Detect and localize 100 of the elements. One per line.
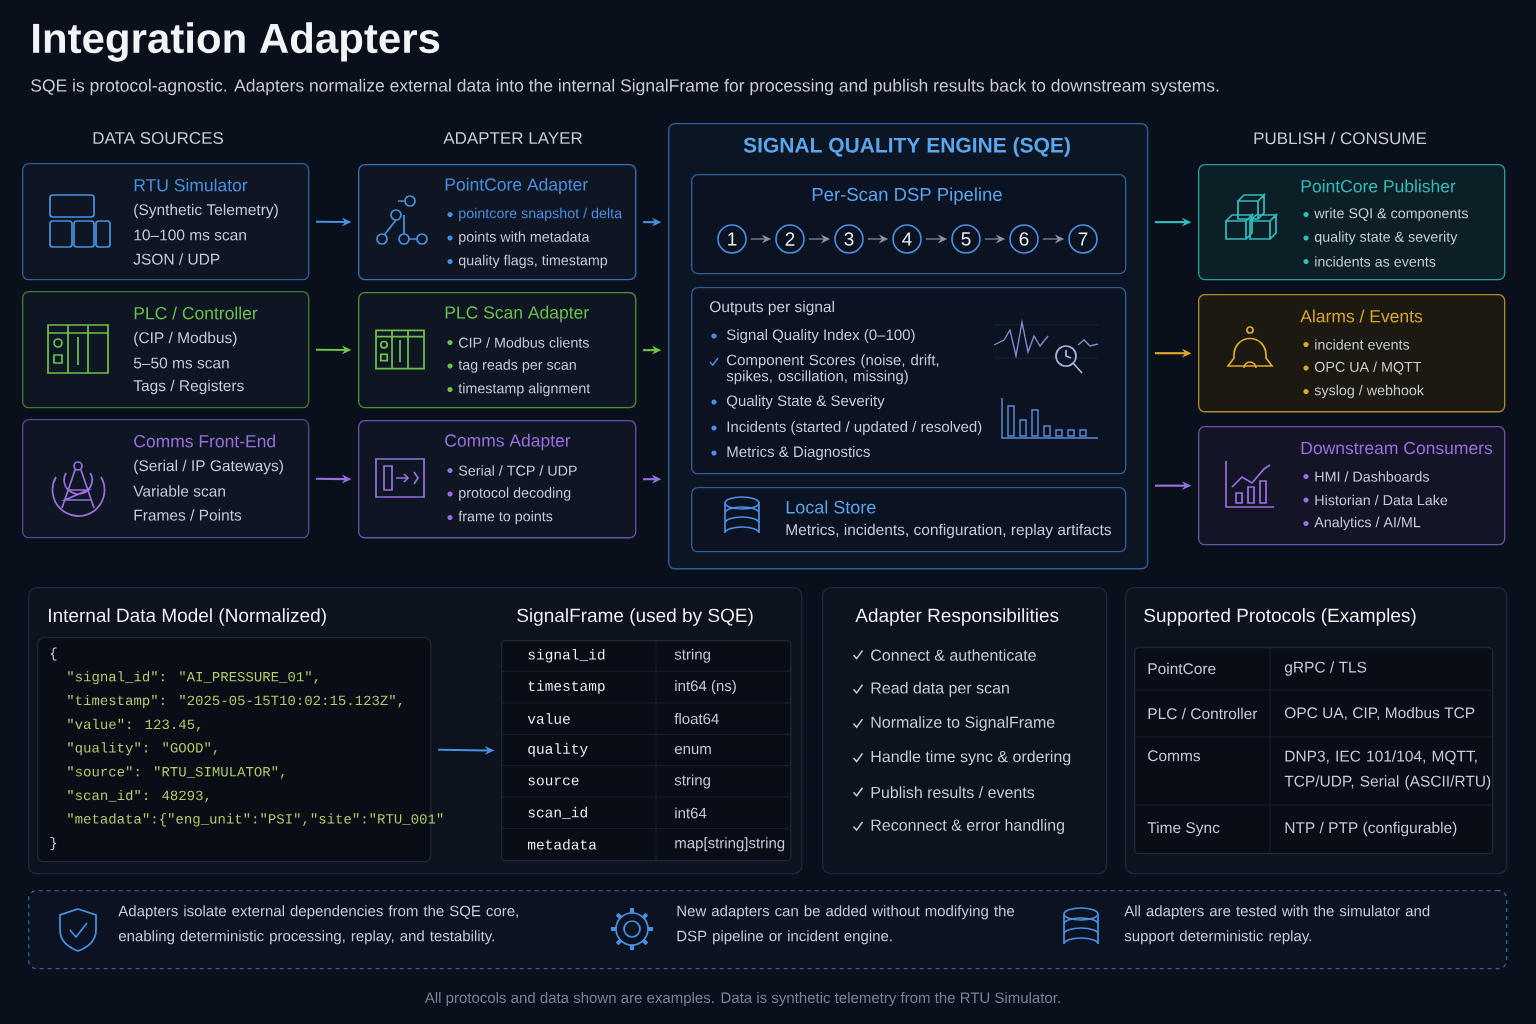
note-text: Adapters isolate external dependencies from the SQE core, enabling deterministic processing, replay, and testability.	[118, 905, 518, 945]
list-item: Metrics & Diagnostics	[711, 446, 870, 460]
table-cell: NTP / PTP (configurable)	[1285, 821, 1457, 837]
checklist-item: Connect & authenticate	[852, 649, 1036, 661]
table-cell: string	[674, 774, 710, 789]
list-item: Analytics / AI/ML	[1303, 516, 1421, 531]
code-line: "timestamp": "2025-05-15T10:02:15.123Z",	[68, 694, 402, 708]
table-cell: OPC UA, CIP, Modbus TCP	[1285, 706, 1475, 721]
card-title: PointCore Publisher	[1301, 179, 1456, 193]
list-item: frame to points	[447, 510, 553, 525]
table-cell: float64	[674, 713, 719, 725]
source-card	[22, 291, 310, 409]
adapter-card	[358, 292, 637, 409]
card-text: 5–50 ms scan	[133, 357, 229, 369]
table-cell: DNP3, IEC 101/104, MQTT, TCP/UDP, Serial (ASCII/RTU)	[1284, 750, 1491, 790]
panel-title: SIGNAL QUALITY ENGINE (SQE)	[743, 137, 1070, 157]
column-heading: DATA SOURCES	[93, 131, 223, 144]
card-text: Frames / Points	[134, 509, 242, 521]
card-title: Alarms / Events	[1300, 309, 1423, 323]
source-card	[22, 419, 310, 539]
caption: All protocols and data shown are examples. Data is synthetic telemetry from the RTU Simulator.	[424, 992, 1060, 1006]
card-title: Downstream Consumers	[1301, 441, 1493, 455]
table-cell: gRPC / TLS	[1284, 661, 1367, 676]
list-item: Component Scores (noise, drift, spikes, oscillation, missing)	[709, 354, 939, 385]
code-line: "source": "RTU_SIMULATOR",	[68, 766, 284, 779]
table-cell: PLC / Controller	[1148, 707, 1258, 720]
card-title: Comms Adapter	[445, 433, 571, 451]
table-cell: metadata	[528, 838, 597, 850]
card-text: (CIP / Modbus)	[134, 331, 237, 347]
box-title: Local Store	[786, 500, 876, 514]
code-block	[37, 637, 443, 863]
table-cell: PointCore	[1148, 662, 1216, 675]
list-item: pointcore snapshot / delta	[447, 207, 623, 222]
list-item: points with metadata	[447, 231, 590, 245]
code-line: }	[50, 837, 57, 851]
table-cell: quality	[528, 743, 588, 757]
column-heading: ADAPTER LAYER	[443, 132, 582, 144]
checklist-item: Reconnect & error handling	[852, 819, 1064, 834]
card-title: RTU Simulator	[134, 178, 248, 192]
list-item: incident events	[1303, 339, 1410, 350]
card-text: JSON / UDP	[133, 253, 220, 265]
field-table	[500, 639, 792, 862]
list-item: protocol decoding	[447, 487, 571, 501]
card-title: PLC Scan Adapter	[445, 305, 589, 323]
panel-title: SignalFrame (used by SQE)	[517, 608, 753, 626]
publisher-card	[1198, 426, 1506, 546]
table-cell: source	[528, 777, 579, 786]
table-cell: Time Sync	[1147, 821, 1220, 837]
box-text: Metrics, incidents, configuration, replay artifacts	[786, 523, 1112, 539]
table-cell: Comms	[1148, 750, 1201, 762]
list-item: Serial / TCP / UDP	[447, 465, 577, 476]
note-text: New adapters can be added without modifying the DSP pipeline or incident engine.	[677, 905, 1015, 945]
card-text: Variable scan	[133, 485, 225, 497]
code-line: "scan_id": 48293,	[68, 789, 209, 803]
card-text: Tags / Registers	[133, 379, 244, 395]
publisher-card	[1198, 294, 1506, 413]
panel-title: Supported Protocols (Examples)	[1144, 608, 1416, 626]
adapter-card	[358, 164, 637, 281]
list-item: CIP / Modbus clients	[447, 337, 589, 348]
card-title: PointCore Adapter	[445, 177, 588, 195]
checklist-item: Normalize to SignalFrame	[852, 716, 1055, 732]
table-cell: map[string]string	[675, 837, 785, 852]
checklist-item: Publish results / events	[852, 786, 1035, 799]
list-item: OPC UA / MQTT	[1303, 361, 1422, 375]
table-cell: enum	[674, 745, 711, 755]
protocol-table	[1133, 646, 1494, 855]
list-item: Historian / Data Lake	[1303, 494, 1448, 506]
list-item: Quality State & Severity	[711, 395, 885, 409]
note-text: All adapters are tested with the simulator and support deterministic replay.	[1124, 905, 1430, 945]
list-item: syslog / webhook	[1303, 384, 1424, 399]
source-card	[22, 163, 310, 281]
info-band	[28, 890, 1508, 970]
list-item: incidents as events	[1303, 256, 1436, 267]
list-item: Signal Quality Index (0–100)	[711, 329, 915, 343]
list-item: Incidents (started / updated / resolved)	[711, 421, 982, 435]
publisher-card	[1198, 164, 1506, 281]
panel	[822, 587, 1108, 875]
list-item: quality state & severity	[1303, 231, 1458, 245]
table-cell: int64	[675, 807, 707, 819]
card-text: (Synthetic Telemetry)	[134, 203, 278, 219]
table-cell: int64 (ns)	[675, 680, 736, 695]
table-cell: value	[527, 713, 570, 724]
subtitle: SQE is protocol-agnostic. Adapters normalize external data into the internal SignalFrame for processing and publish results back to downstream systems.	[31, 78, 1219, 96]
table-cell: string	[674, 648, 710, 663]
code-line: "value": 123.45,	[68, 718, 200, 732]
card-title: PLC / Controller	[134, 306, 258, 320]
table-cell: timestamp	[528, 680, 605, 694]
list-item: quality flags, timestamp	[447, 254, 608, 269]
panel-title: Internal Data Model (Normalized)	[49, 608, 326, 626]
panel-title: Adapter Responsibilities	[855, 608, 1059, 626]
checklist-item: Handle time sync & ordering	[852, 750, 1071, 766]
table-cell: signal_id	[528, 648, 605, 663]
card-title: Comms Front-End	[134, 434, 276, 448]
code-line: "metadata":{"eng_unit":"PSI","site":"RTU_001"	[68, 813, 443, 827]
box-title: Outputs per signal	[710, 300, 834, 316]
card-text: 10–100 ms scan	[134, 229, 246, 241]
card-text: (Serial / IP Gateways)	[134, 459, 283, 475]
table-cell: scan_id	[528, 806, 587, 819]
checklist-item: Read data per scan	[852, 681, 1009, 697]
code-line: "quality": "GOOD",	[68, 742, 217, 756]
